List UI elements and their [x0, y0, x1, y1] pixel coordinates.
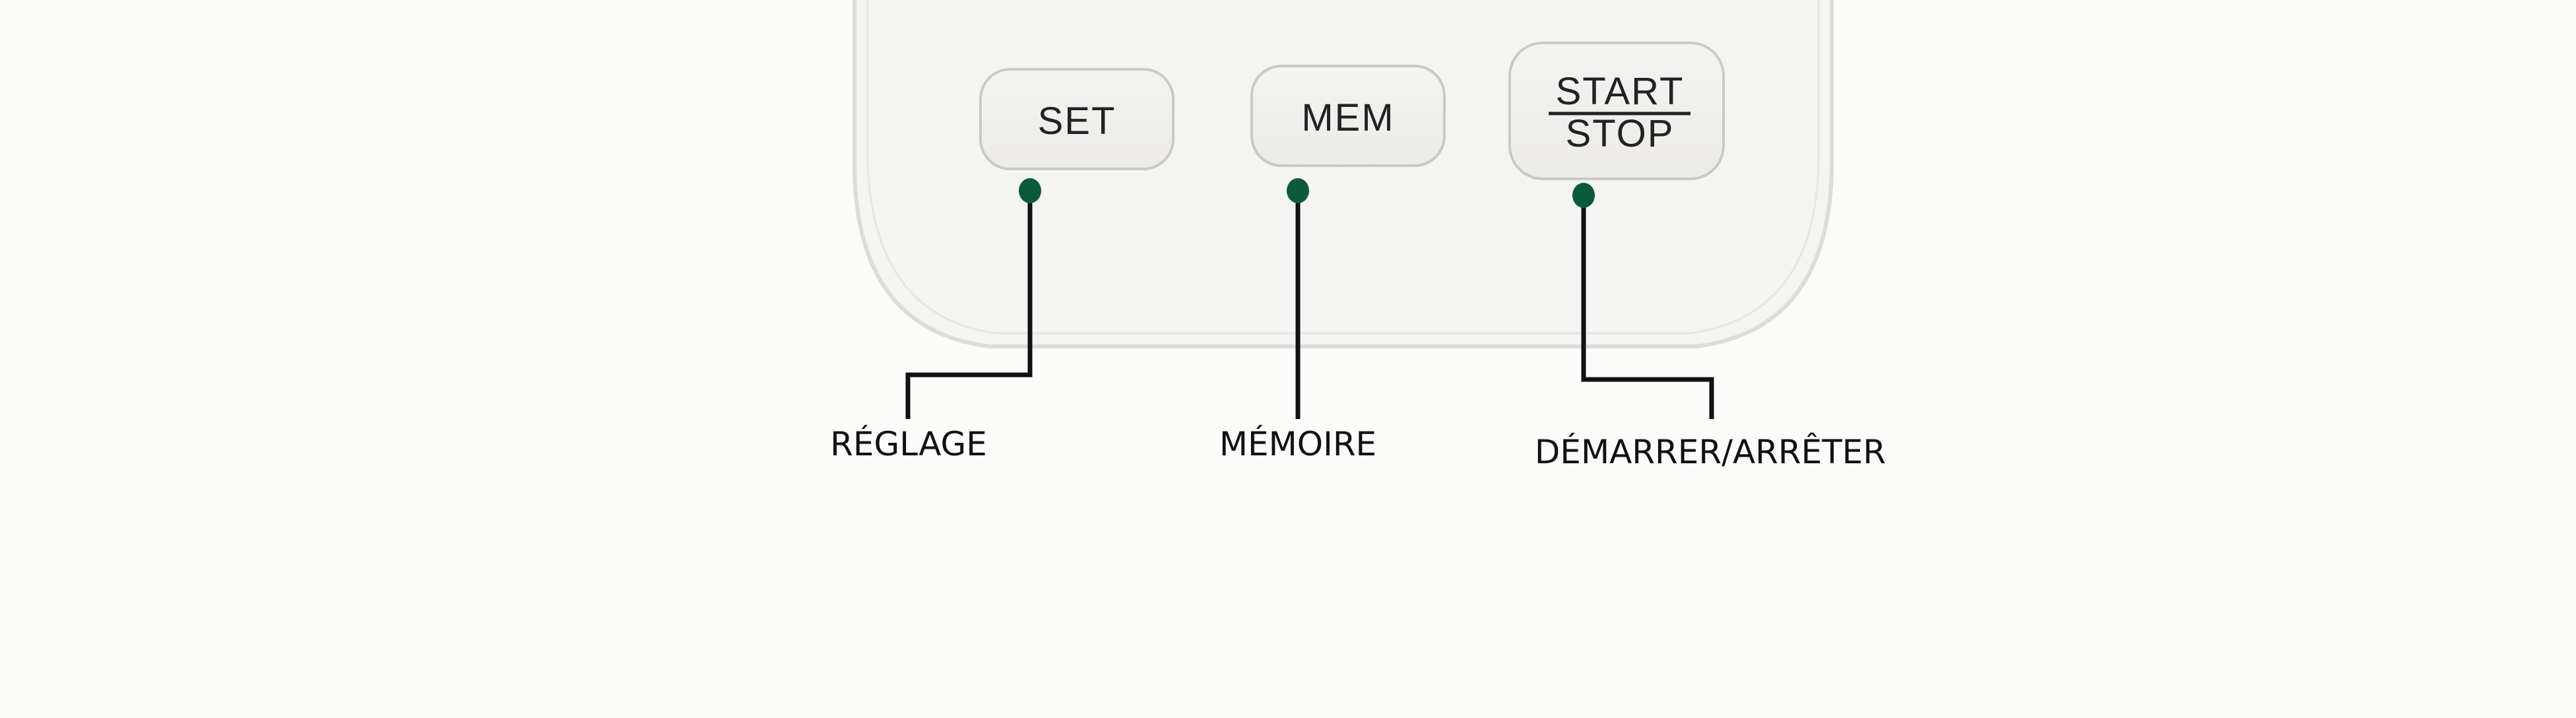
start-button-label: START — [1556, 70, 1685, 113]
mem-callout-dot — [1287, 178, 1309, 203]
device-inner-edge — [866, 0, 1820, 335]
start-stop-button[interactable]: START STOP — [1508, 42, 1725, 180]
stop-button-label: STOP — [1566, 112, 1675, 155]
mem-callout-label: MÉMOIRE — [1219, 425, 1377, 463]
set-button-label: SET — [1038, 100, 1116, 143]
set-callout-label: RÉGLAGE — [830, 425, 987, 463]
set-callout-dot — [1019, 178, 1041, 203]
start-stop-callout-label: DÉMARRER/ARRÊTER — [1534, 433, 1886, 471]
mem-button[interactable]: MEM — [1250, 65, 1446, 167]
set-button[interactable]: SET — [979, 68, 1175, 170]
mem-button-label: MEM — [1301, 96, 1394, 139]
start-stop-callout-dot — [1572, 183, 1595, 208]
set-callout-line — [905, 191, 1033, 419]
start-stop-callout-line — [1581, 195, 1714, 419]
